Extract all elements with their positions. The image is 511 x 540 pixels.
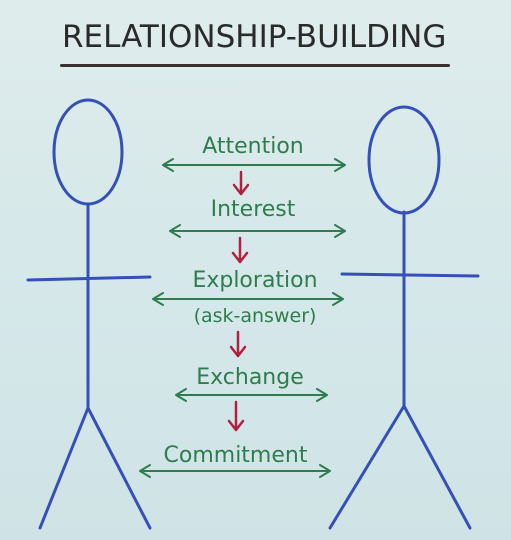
left-person-left-leg: [38, 406, 90, 530]
right-person-left-leg: [328, 404, 406, 530]
right-person-head: [367, 105, 441, 215]
left-person-right-leg: [86, 406, 152, 530]
step-label-exploration-note: (ask-answer): [193, 305, 317, 327]
double-arrow-exchange: [175, 388, 328, 402]
step-label-exchange: Exchange: [196, 365, 304, 390]
step-label-interest: Interest: [210, 197, 296, 222]
flow-arrow-down-1: [232, 170, 250, 196]
left-person-figure: [26, 98, 152, 530]
right-person-right-leg: [402, 404, 472, 530]
right-person-arms: [340, 272, 480, 278]
flow-arrow-down-3: [229, 330, 247, 358]
right-person-figure: [328, 105, 480, 530]
double-arrow-attention: [162, 158, 346, 172]
flow-arrow-down-4: [227, 400, 245, 432]
left-person-arms: [26, 275, 152, 282]
left-person-head: [52, 98, 124, 206]
double-arrow-exploration: [152, 292, 344, 306]
step-label-exploration: Exploration: [192, 268, 318, 293]
double-arrow-interest: [169, 224, 346, 238]
diagram-title: RELATIONSHIP-BUILDING: [62, 19, 447, 55]
title-underline: [60, 64, 450, 67]
flow-arrow-down-2: [231, 236, 249, 264]
step-label-attention: Attention: [202, 134, 304, 159]
double-arrow-commitment: [139, 464, 331, 478]
step-label-commitment: Commitment: [163, 443, 308, 468]
